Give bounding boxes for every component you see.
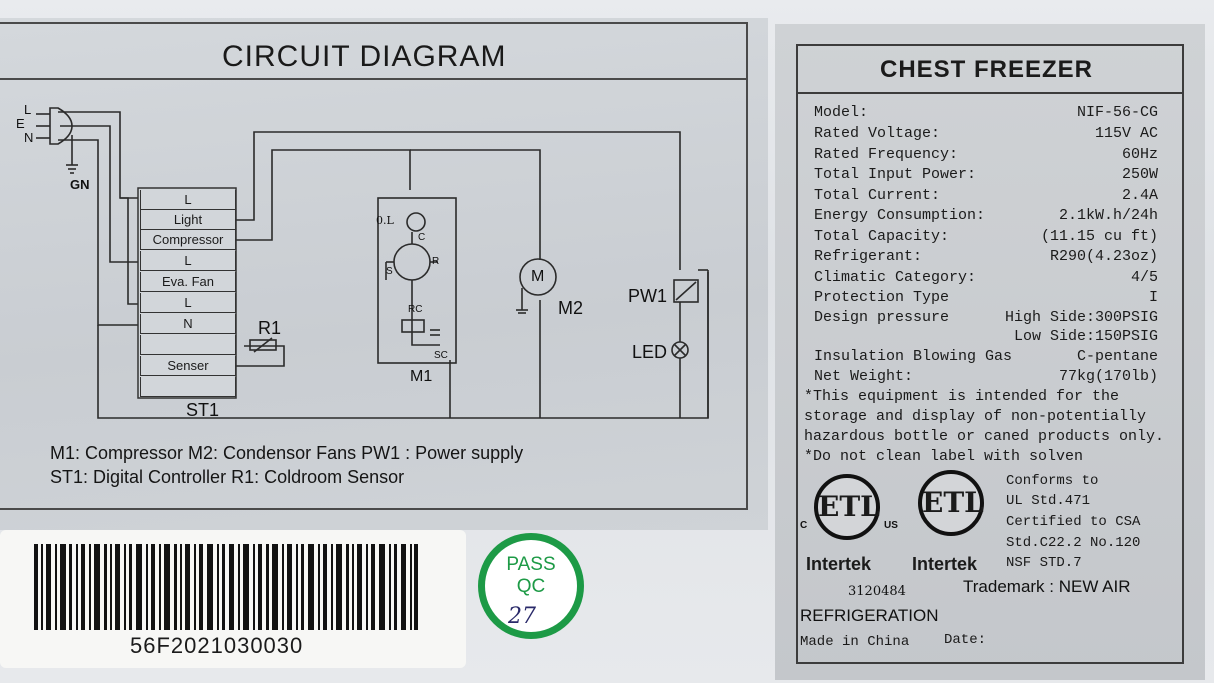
fan-motor-m: M	[531, 268, 545, 285]
etl-us-mark: US	[884, 520, 898, 531]
qc-number: 27	[508, 604, 536, 629]
rating-title-box	[796, 44, 1184, 94]
spec-voltage: Rated Voltage:115V AC	[814, 125, 1158, 142]
terminal-l2: L	[140, 251, 236, 271]
conforms-line-1: Conforms to	[1006, 473, 1099, 489]
note-line-4: *Do not clean label with solven	[804, 448, 1084, 465]
r1-label: R1	[258, 318, 282, 338]
barcode-number: 56F2021030030	[130, 633, 304, 658]
compressor-c-label: C	[418, 232, 426, 243]
note-line-3: hazardous bottle or caned products only.	[804, 428, 1165, 445]
compressor-rc-label: RC	[408, 304, 423, 315]
circuit-title: CIRCUIT DIAGRAM	[222, 40, 507, 73]
spec-current: Total Current:2.4A	[814, 187, 1158, 204]
pw1-label: PW1	[628, 286, 668, 306]
note-line-1: *This equipment is intended for the	[804, 388, 1120, 405]
refrigeration-text: REFRIGERATION	[800, 606, 939, 625]
conforms-line-3: Certified to CSA	[1006, 514, 1141, 530]
st1-label: ST1	[186, 400, 220, 420]
compressor-sc-label: SC	[434, 350, 448, 361]
qc-sticker-inner	[485, 540, 577, 632]
m1-label: M1	[410, 368, 433, 385]
rating-label-border	[796, 44, 1184, 664]
intertek-logo-1: Intertek	[806, 554, 872, 574]
etl-sanitation-icon: ETL	[918, 470, 984, 536]
circuit-title-box	[0, 22, 748, 80]
terminal-l3: L	[140, 293, 236, 313]
led-label: LED	[632, 342, 668, 362]
spec-refrigerant: Refrigerant:R290(4.23oz)	[814, 248, 1158, 265]
plug-label-l: L	[24, 102, 32, 117]
intertek-logo-2: Intertek	[912, 554, 978, 574]
terminal-blank1	[140, 335, 236, 355]
etl-listed-icon: ETL	[814, 474, 880, 540]
plug-label-n: N	[24, 130, 34, 145]
spec-model: Model:NIF-56-CG	[814, 104, 1158, 121]
barcode-icon	[34, 544, 418, 630]
spec-capacity: Total Capacity:(11.15 cu ft)	[814, 228, 1158, 245]
spec-climatic: Climatic Category:4/5	[814, 269, 1158, 286]
circuit-body-box	[0, 80, 748, 510]
trademark: Trademark : NEW AIR	[963, 577, 1131, 596]
circuit-wiring	[36, 107, 709, 419]
terminal-blank2	[140, 377, 236, 397]
terminal-senser: Senser	[140, 356, 236, 376]
spec-input-power: Total Input Power:250W	[814, 166, 1158, 183]
terminal-n: N	[140, 314, 236, 334]
terminal-light: Light	[140, 210, 236, 230]
made-in-china: Made in China	[800, 634, 910, 650]
compressor-r-label: R	[432, 256, 440, 267]
spec-pressure-low: Low Side:150PSIG	[1013, 328, 1158, 345]
qc-pass-text: PASS	[506, 554, 556, 575]
rating-label	[775, 24, 1205, 680]
plug-label-e: E	[16, 116, 25, 131]
date-label: Date:	[944, 632, 987, 648]
plug-label-gn: GN	[70, 177, 90, 192]
legend-line-1: M1: Compressor M2: Condensor Fans PW1 : …	[50, 443, 524, 463]
m2-label: M2	[558, 298, 584, 318]
note-line-2: storage and display of non-potentially	[804, 408, 1147, 425]
terminal-eva-fan: Eva. Fan	[140, 272, 236, 292]
conforms-line-5: NSF STD.7	[1006, 555, 1082, 571]
conforms-line-4: Std.C22.2 No.120	[1006, 535, 1141, 551]
conforms-line-2: UL Std.471	[1006, 493, 1091, 509]
terminal-compressor: Compressor	[140, 230, 236, 250]
terminal-l1: L	[140, 190, 236, 210]
etl-c-mark: C	[800, 520, 808, 531]
spec-energy: Energy Consumption:2.1kW.h/24h	[814, 207, 1158, 224]
overload-label: 0.L	[376, 214, 394, 227]
spec-net-weight: Net Weight:77kg(170lb)	[814, 368, 1158, 385]
legend-line-2: ST1: Digital Controller R1: Coldroom Sen…	[50, 467, 405, 487]
compressor-s-label: S	[386, 266, 393, 277]
qc-qc-text: QC	[516, 576, 546, 597]
cert-number: 3120484	[848, 584, 906, 599]
spec-frequency: Rated Frequency:60Hz	[814, 146, 1158, 163]
rating-title: CHEST FREEZER	[880, 56, 1094, 83]
